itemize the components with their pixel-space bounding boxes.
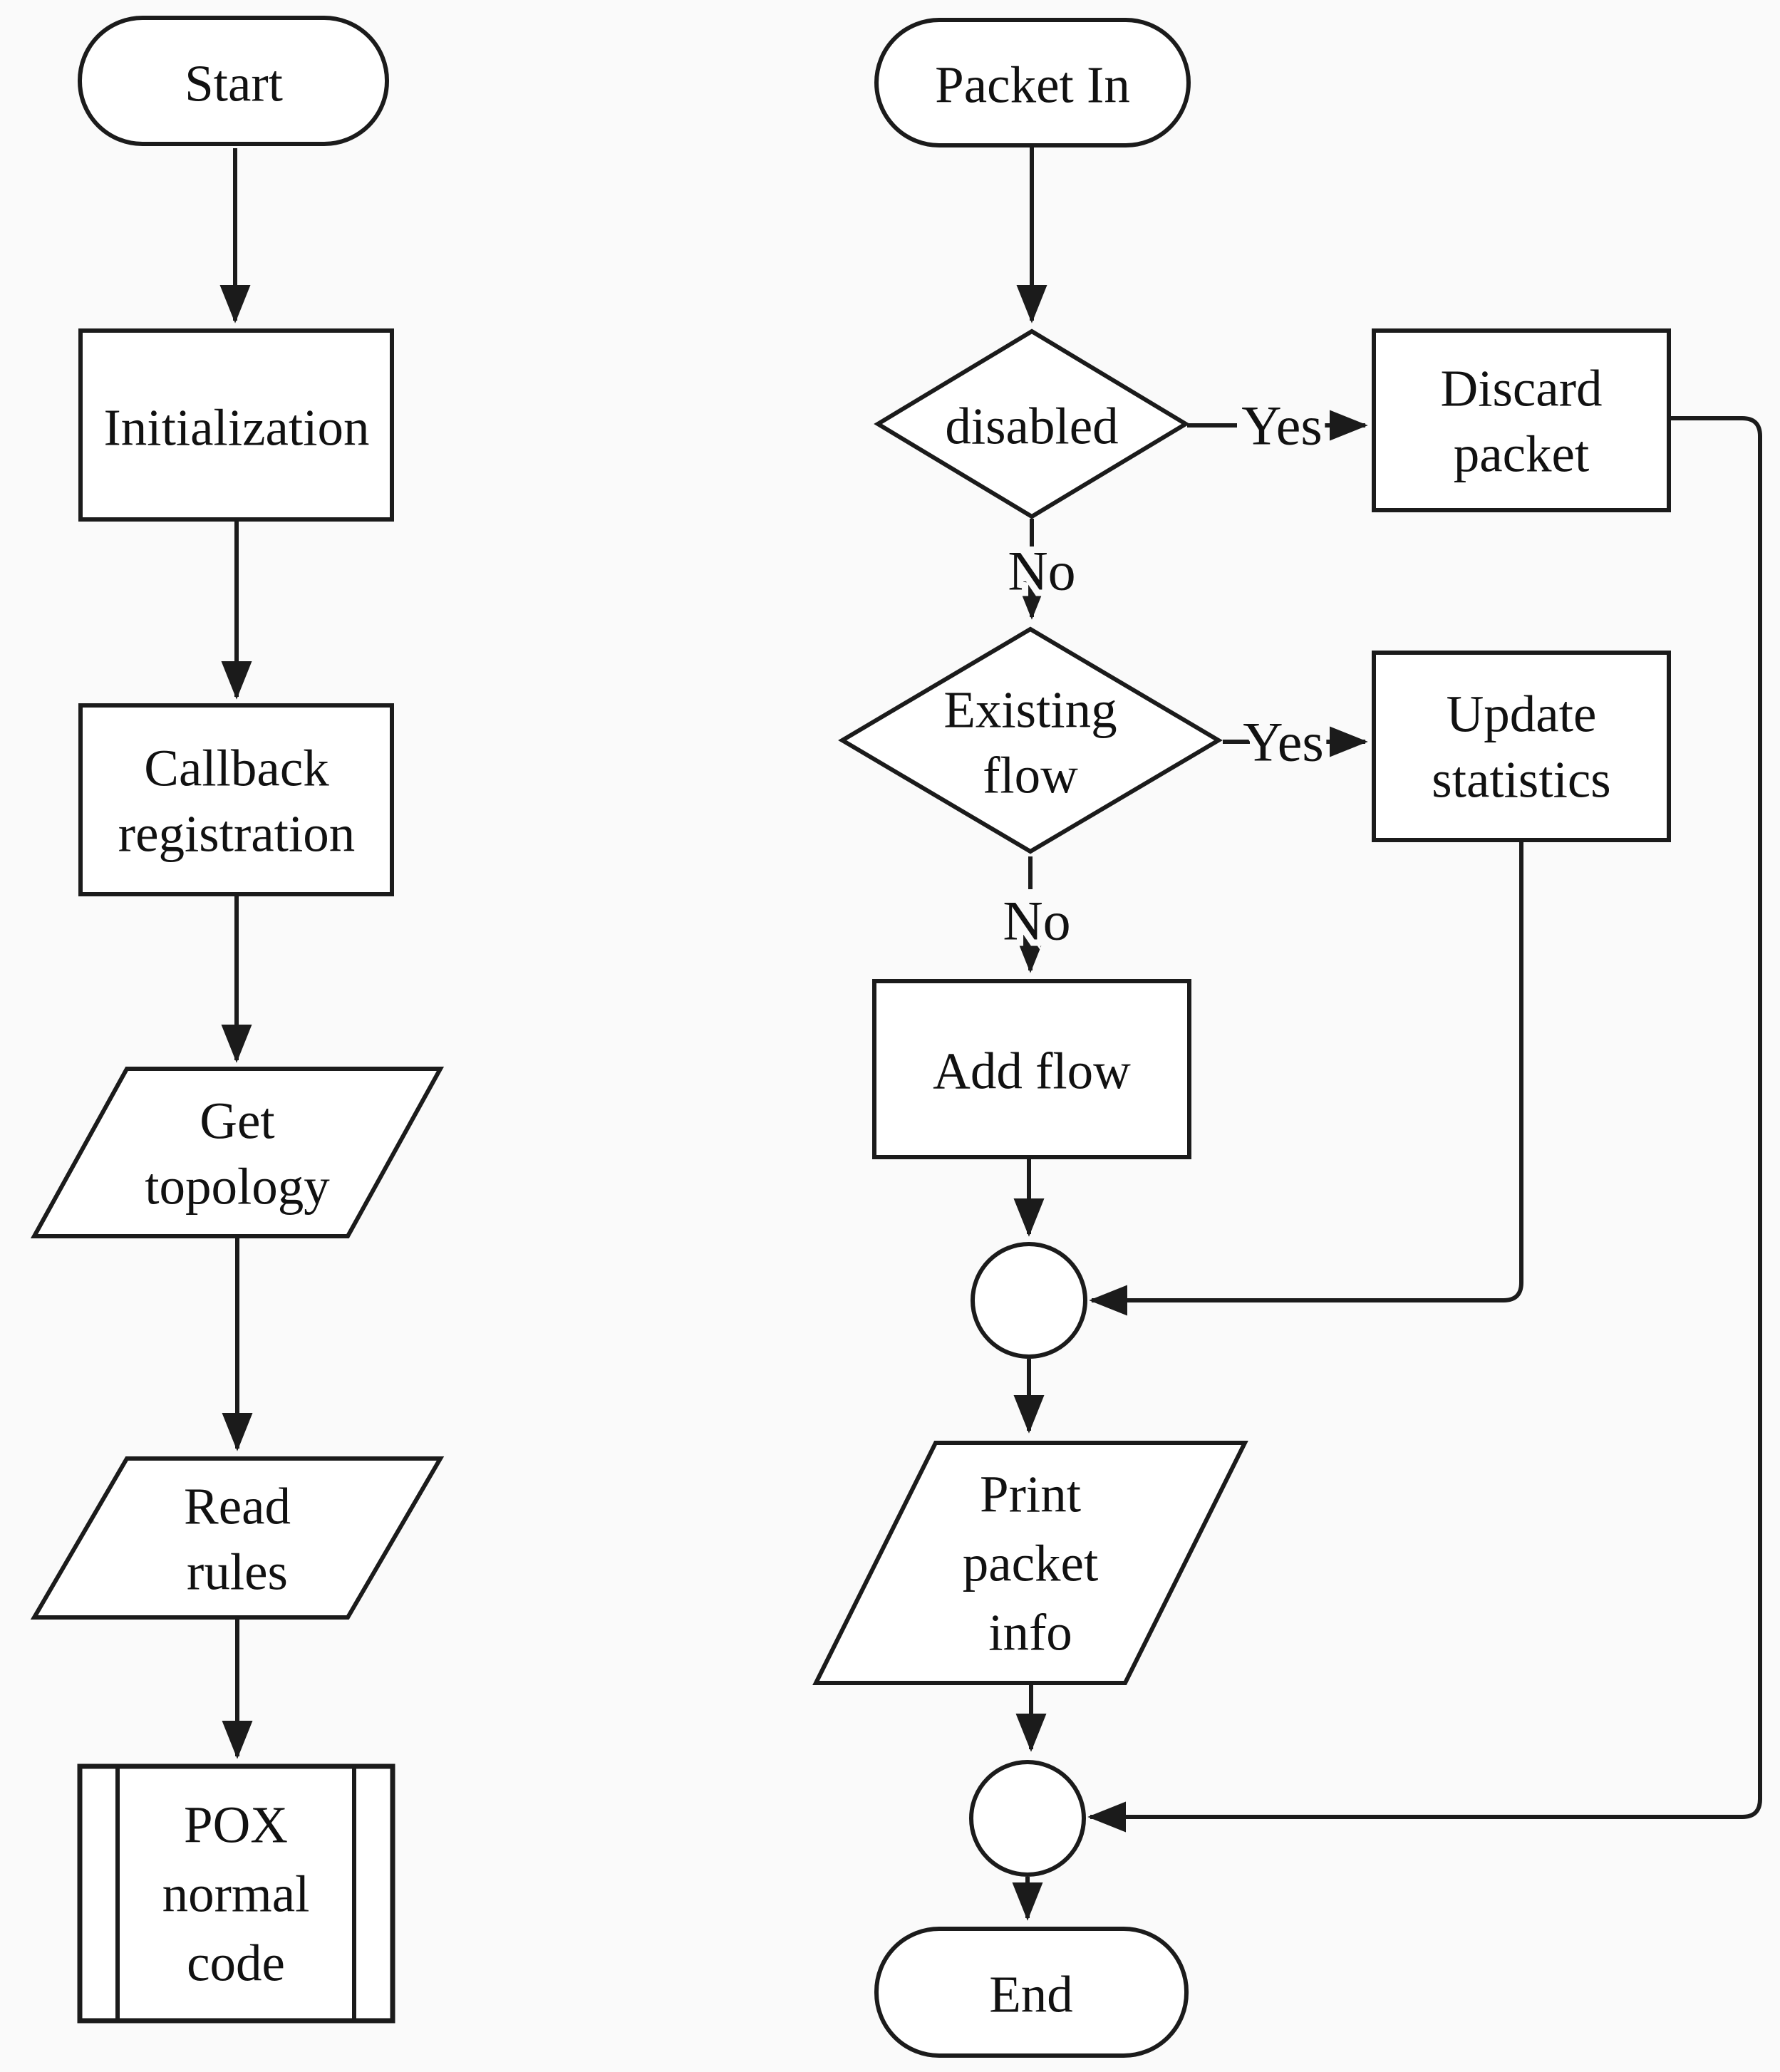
update-statistics-label-line2: statistics [1432,751,1610,809]
edge-label-disabled-no: No [1008,540,1075,602]
edge-labels: Yes No Yes No [996,388,1330,958]
pox-label-line3: code [187,1934,285,1992]
pox-label-line1: POX [184,1796,288,1854]
print-packet-info-label-line1: Print [980,1466,1081,1523]
discard-packet-shape [1372,328,1671,512]
edge-label-existing-no: No [1003,890,1070,952]
initialization-label: Initialization [104,399,370,457]
packet-in-node: Packet In [874,18,1191,147]
callback-registration-node: Callback registration [78,703,394,896]
print-packet-info-shape [812,1441,1248,1685]
existing-flow-decision-node: Existing flow [838,626,1223,854]
connector-1-shape [971,1242,1087,1359]
read-rules-label-line1: Read [184,1478,291,1535]
initialization-shape [78,328,394,522]
discard-packet-label-line2: packet [1454,425,1589,483]
pox-normal-code-node: POX normal code [77,1763,395,2024]
disabled-label: disabled [945,398,1118,455]
pox-label-line2: normal [162,1865,310,1923]
update-statistics-node: Update statistics [1372,651,1671,842]
edge-update-statistics-to-connector1 [1089,842,1523,1316]
add-flow-node: Add flow [872,979,1191,1159]
packet-in-label: Packet In [935,56,1130,114]
connector-2-shape [969,1760,1086,1877]
connector-1-node [971,1242,1087,1359]
disabled-shape [874,328,1190,519]
pox-normal-code-shape [77,1763,395,2024]
connector-2-node [969,1760,1086,1877]
update-statistics-label-line1: Update [1447,685,1597,743]
print-packet-info-node: Print packet info [812,1441,1248,1685]
read-rules-node: Read rules [30,1456,445,1620]
edge-discard-to-connector2 [1087,416,1762,1833]
read-rules-shape [30,1456,445,1620]
get-topology-shape [30,1067,445,1238]
disabled-decision-node: disabled [874,328,1190,519]
callback-registration-label-line1: Callback [144,740,329,797]
start-shape [78,16,389,146]
update-statistics-shape [1372,651,1671,842]
end-node: End [874,1927,1189,2058]
discard-packet-label-line1: Discard [1440,360,1602,418]
get-topology-label-line1: Get [200,1092,274,1150]
existing-flow-label-line2: flow [983,747,1078,804]
packet-in-shape [874,18,1191,147]
add-flow-label: Add flow [933,1042,1131,1100]
end-label: End [989,1966,1073,2024]
add-flow-shape [872,979,1191,1159]
get-topology-node: Get topology [30,1067,445,1238]
get-topology-label-line2: topology [145,1158,330,1216]
print-packet-info-label-line2: packet [963,1535,1098,1592]
edge-label-disabled-yes: Yes [1241,395,1323,457]
initialization-node: Initialization [78,328,394,522]
start-label: Start [185,55,283,113]
discard-packet-node: Discard packet [1372,328,1671,512]
start-node: Start [78,16,389,146]
read-rules-label-line2: rules [187,1543,288,1601]
edge-label-existing-yes: Yes [1243,711,1324,773]
callback-registration-shape [78,703,394,896]
existing-flow-label-line1: Existing [943,681,1117,739]
end-shape [874,1927,1189,2058]
existing-flow-shape [838,626,1223,854]
callback-registration-label-line2: registration [118,805,355,863]
print-packet-info-label-line3: info [988,1604,1072,1662]
edges [219,147,1762,1921]
